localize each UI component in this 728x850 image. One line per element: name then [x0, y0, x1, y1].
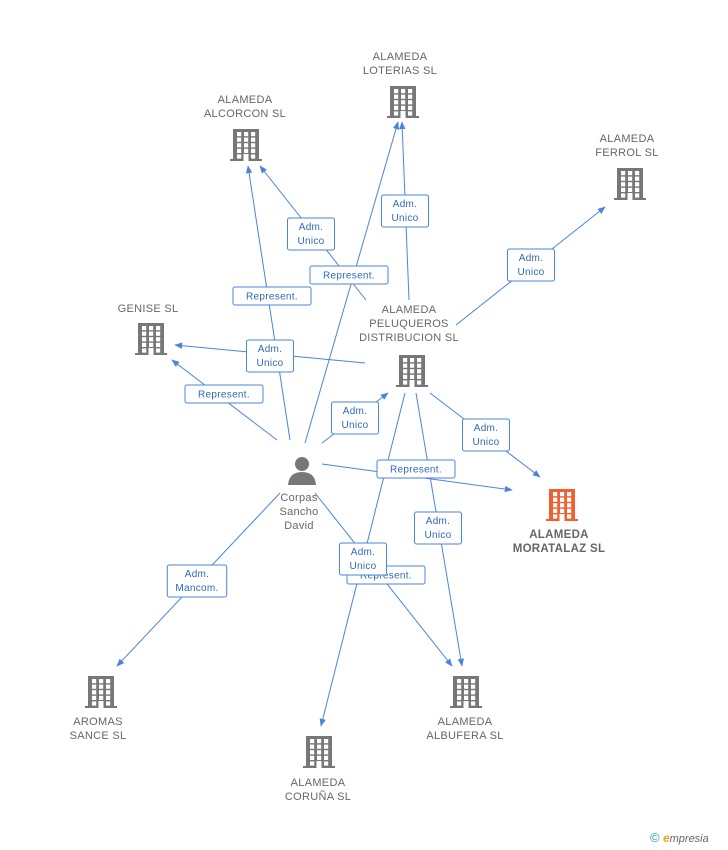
- edge-label-text: Adm.: [299, 222, 324, 233]
- edge-label-box: [376, 459, 456, 479]
- edge-label-person-to-aromas[interactable]: Adm. Mancom.: [166, 564, 228, 598]
- building-icon: [135, 323, 167, 355]
- node-label: ALAMEDA: [529, 529, 589, 541]
- edge-label-box: [414, 511, 462, 545]
- edge-label-person-to-genise[interactable]: Represent.: [184, 384, 264, 404]
- edge-label-text: Adm.: [474, 423, 499, 434]
- edge-label-person-to-alcorcon[interactable]: Represent.: [232, 286, 312, 306]
- building-icon: [546, 489, 578, 521]
- edge-label-text: Unico: [341, 420, 368, 431]
- edge-label-text: Adm.: [351, 547, 376, 558]
- building-icon: [85, 676, 117, 708]
- edge-label-person-to-peluqueros[interactable]: Adm. Unico: [331, 401, 379, 435]
- node-label: Sancho: [279, 506, 318, 518]
- node-label: MORATALAZ SL: [513, 543, 606, 555]
- edge-label-text: Unico: [517, 267, 544, 278]
- edge-label-box: [246, 339, 294, 373]
- node-label: ALAMEDA: [218, 94, 273, 106]
- edge-label-box: [309, 265, 389, 285]
- edge-label-person-to-moratalaz[interactable]: Represent.: [376, 459, 456, 479]
- building-icon: [396, 355, 428, 387]
- edge-label-text: Adm.: [258, 344, 283, 355]
- copyright-symbol: ©: [650, 830, 660, 845]
- node-label: ALCORCON SL: [204, 108, 286, 120]
- person-icon: [288, 457, 316, 485]
- edge-label-box: [232, 286, 312, 306]
- node-label: LOTERIAS SL: [363, 65, 437, 77]
- edge-label-box: [462, 418, 510, 452]
- edge-label-text: Mancom.: [175, 583, 218, 594]
- edge-label-box: [339, 542, 387, 576]
- edge-label-peluqueros-to-loterias[interactable]: Adm. Unico: [381, 194, 429, 228]
- edge-label-text: Adm.: [426, 516, 451, 527]
- edge-label-peluqueros-to-genise[interactable]: Adm. Unico: [246, 339, 294, 373]
- edge-label-box: [381, 194, 429, 228]
- node-label: Corpas: [280, 492, 317, 504]
- edge-label-peluqueros-to-moratalaz[interactable]: Adm. Unico: [462, 418, 510, 452]
- edge-label-text: Unico: [297, 236, 324, 247]
- node-label: FERROL SL: [595, 147, 658, 159]
- brand-initial: e: [662, 831, 670, 845]
- brand-name: mpresia: [669, 833, 709, 845]
- edge-label-text: Represent.: [360, 571, 412, 582]
- node-label: SANCE SL: [70, 730, 127, 742]
- edge-label-box: [331, 401, 379, 435]
- footer-brand[interactable]: © empresia: [650, 830, 709, 845]
- node-label: GENISE SL: [118, 303, 179, 315]
- edge-label-peluqueros-to-coruna[interactable]: Adm. Unico: [339, 542, 387, 576]
- node-genise[interactable]: GENISE SL: [118, 303, 179, 355]
- node-moratalaz[interactable]: ALAMEDA MORATALAZ SL: [513, 489, 606, 555]
- node-ferrol[interactable]: ALAMEDA FERROL SL: [595, 133, 658, 200]
- edge-label-box: [287, 217, 335, 251]
- node-label: ALBUFERA SL: [426, 730, 503, 742]
- edge-label-peluqueros-to-ferrol[interactable]: Adm. Unico: [507, 248, 555, 282]
- edge-label-person-to-loterias[interactable]: Represent.: [309, 265, 389, 285]
- building-icon: [450, 676, 482, 708]
- building-icon: [230, 129, 262, 161]
- edge-label-text: Adm.: [519, 253, 544, 264]
- building-icon: [303, 736, 335, 768]
- edge-label-text: Unico: [391, 213, 418, 224]
- node-label: PELUQUEROS: [369, 318, 448, 330]
- edge-label-text: Unico: [424, 530, 451, 541]
- edge-label-text: Unico: [256, 358, 283, 369]
- node-label: ALAMEDA: [373, 51, 428, 63]
- node-loterias[interactable]: ALAMEDA LOTERIAS SL: [363, 51, 437, 118]
- edge-label-text: Adm.: [343, 406, 368, 417]
- edge-label-text: Adm.: [393, 199, 418, 210]
- edge-labels-layer: Represent.Adm.UnicoRepresent.Adm.UnicoAd…: [166, 194, 555, 598]
- building-icon: [387, 86, 419, 118]
- edge-label-box: [507, 248, 555, 282]
- building-icon: [614, 168, 646, 200]
- node-peluqueros[interactable]: ALAMEDA PELUQUEROS DISTRIBUCION SL: [359, 304, 459, 387]
- node-label: CORUÑA SL: [285, 790, 351, 803]
- edge-label-text: Adm.: [185, 569, 210, 580]
- node-label: David: [284, 520, 314, 532]
- edge-label-peluqueros-to-albufera[interactable]: Adm. Unico: [414, 511, 462, 545]
- node-label: AROMAS: [73, 716, 122, 728]
- node-label: DISTRIBUCION SL: [359, 332, 459, 344]
- edge-label-text: Unico: [349, 561, 376, 572]
- edge-label-text: Unico: [472, 437, 499, 448]
- edge-label-text: Represent.: [323, 271, 375, 282]
- node-aromas[interactable]: AROMAS SANCE SL: [70, 676, 127, 742]
- node-alcorcon[interactable]: ALAMEDA ALCORCON SL: [204, 94, 286, 161]
- edge-label-text: Represent.: [198, 390, 250, 401]
- edge-label-box: [166, 564, 228, 598]
- node-label: ALAMEDA: [600, 133, 655, 145]
- edge-label-text: Represent.: [246, 292, 298, 303]
- node-albufera[interactable]: ALAMEDA ALBUFERA SL: [426, 676, 503, 742]
- edge-label-box: [184, 384, 264, 404]
- node-label: ALAMEDA: [438, 716, 493, 728]
- node-label: ALAMEDA: [291, 777, 346, 789]
- edge-label-peluqueros-to-alcorcon[interactable]: Adm. Unico: [287, 217, 335, 251]
- edge-label-text: Represent.: [390, 465, 442, 476]
- node-label: ALAMEDA: [382, 304, 437, 316]
